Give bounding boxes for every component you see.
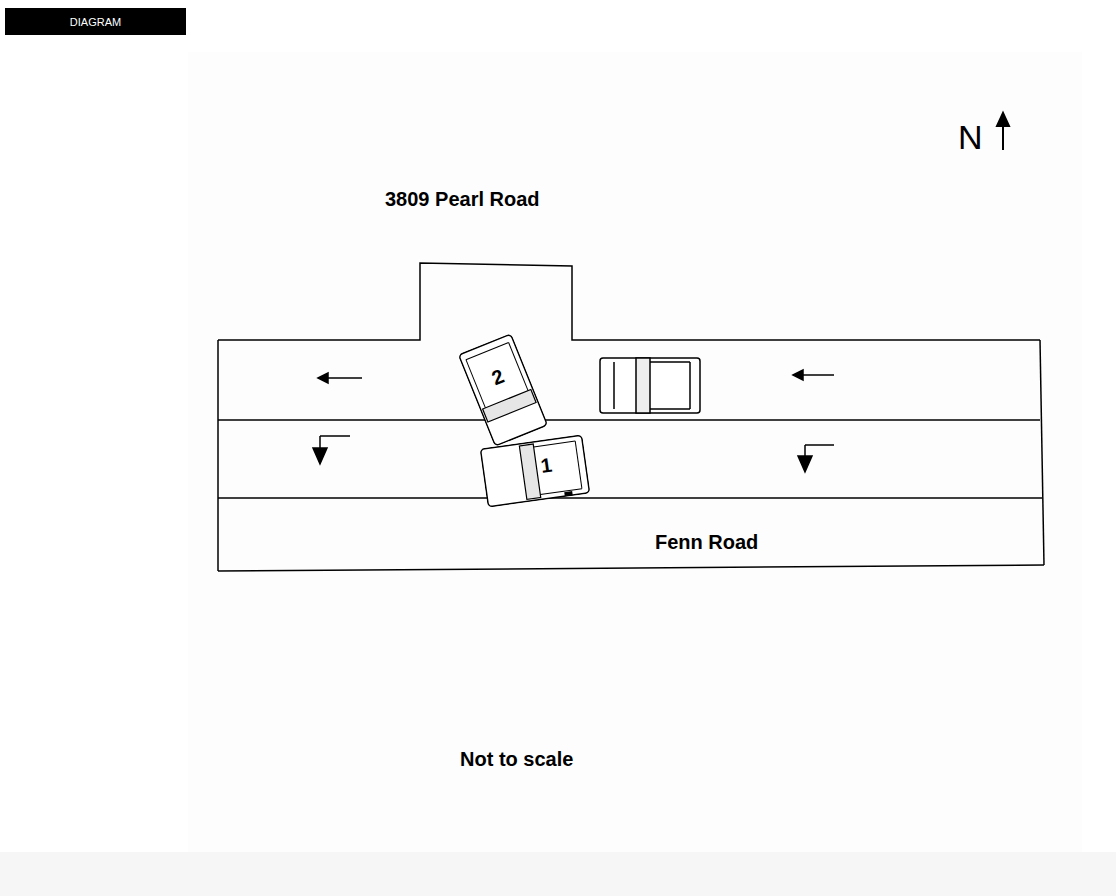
tab-title: DIAGRAM (70, 16, 121, 28)
road-outline (218, 263, 1044, 571)
north-arrow (997, 113, 1009, 150)
vehicle-number: 1 (537, 453, 555, 478)
parked-vehicle (600, 358, 700, 413)
north-label: N (958, 118, 983, 157)
header-tab: DIAGRAM (5, 8, 186, 35)
scale-note: Not to scale (460, 748, 573, 771)
street-address: 3809 Pearl Road (385, 188, 540, 211)
street-name: Fenn Road (655, 531, 758, 554)
sheet-ground (188, 52, 1082, 852)
bottom-band (0, 852, 1116, 896)
